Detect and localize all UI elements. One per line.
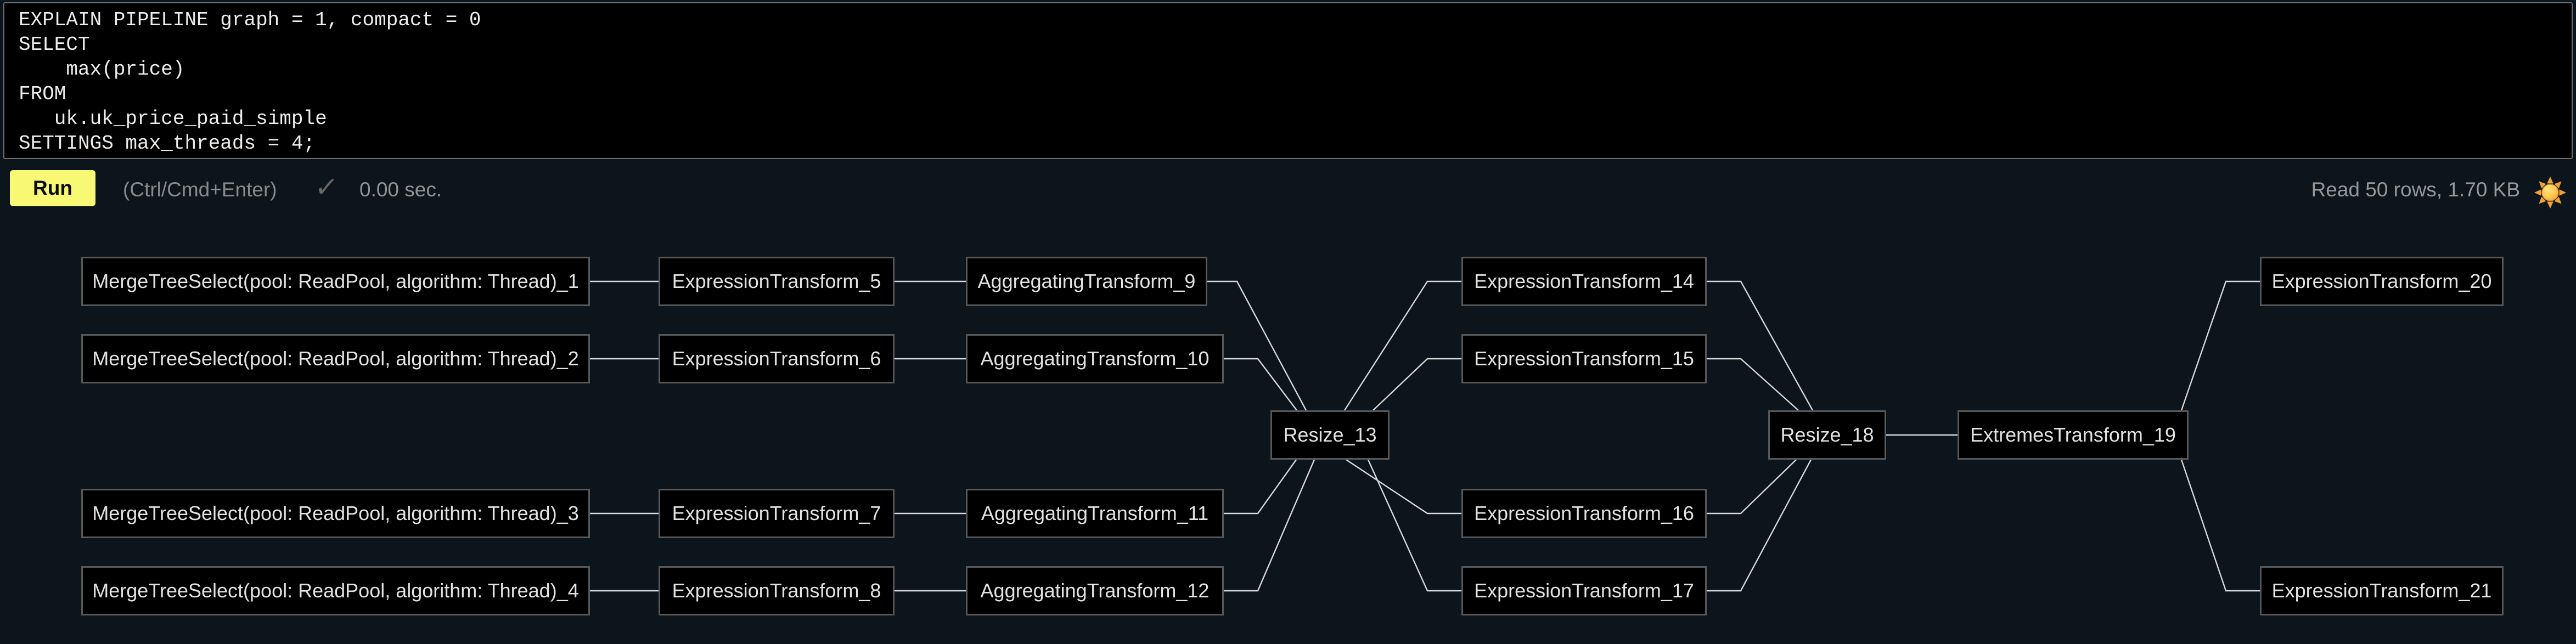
- pipeline-node-expressiontransform-6: ExpressionTransform_6: [659, 334, 895, 383]
- pipeline-node-aggregatingtransform-10: AggregatingTransform_10: [966, 334, 1224, 383]
- query-editor[interactable]: EXPLAIN PIPELINE graph = 1, compact = 0 …: [3, 2, 2573, 159]
- pipeline-node-mergetreeselect-4: MergeTreeSelect(pool: ReadPool, algorith…: [81, 566, 590, 615]
- sun-icon[interactable]: [2533, 176, 2567, 210]
- run-button[interactable]: Run: [10, 170, 95, 206]
- read-stats: Read 50 rows, 1.70 KB: [2311, 178, 2521, 201]
- pipeline-node-extremestransform-19: ExtremesTransform_19: [1958, 410, 2189, 460]
- pipeline-node-aggregatingtransform-12: AggregatingTransform_12: [966, 566, 1224, 615]
- pipeline-node-mergetreeselect-3: MergeTreeSelect(pool: ReadPool, algorith…: [81, 489, 590, 538]
- pipeline-node-expressiontransform-17: ExpressionTransform_17: [1461, 566, 1707, 615]
- query-text: EXPLAIN PIPELINE graph = 1, compact = 0 …: [19, 9, 481, 155]
- pipeline-node-expressiontransform-20: ExpressionTransform_20: [2260, 257, 2504, 306]
- pipeline-node-expressiontransform-14: ExpressionTransform_14: [1461, 257, 1707, 306]
- pipeline-node-expressiontransform-21: ExpressionTransform_21: [2260, 566, 2504, 615]
- shortcut-hint: (Ctrl/Cmd+Enter): [123, 178, 277, 201]
- pipeline-node-expressiontransform-15: ExpressionTransform_15: [1461, 334, 1707, 383]
- pipeline-node-mergetreeselect-2: MergeTreeSelect(pool: ReadPool, algorith…: [81, 334, 590, 383]
- pipeline-node-expressiontransform-5: ExpressionTransform_5: [659, 257, 895, 306]
- pipeline-node-aggregatingtransform-11: AggregatingTransform_11: [966, 489, 1224, 538]
- elapsed-time: 0.00 sec.: [359, 178, 442, 201]
- pipeline-node-resize-18: Resize_18: [1768, 410, 1886, 460]
- pipeline-node-expressiontransform-7: ExpressionTransform_7: [659, 489, 895, 538]
- pipeline-node-aggregatingtransform-9: AggregatingTransform_9: [966, 257, 1207, 306]
- pipeline-node-expressiontransform-8: ExpressionTransform_8: [659, 566, 895, 615]
- pipeline-node-mergetreeselect-1: MergeTreeSelect(pool: ReadPool, algorith…: [81, 257, 590, 306]
- pipeline-node-resize-13: Resize_13: [1270, 410, 1390, 460]
- pipeline-node-expressiontransform-16: ExpressionTransform_16: [1461, 489, 1707, 538]
